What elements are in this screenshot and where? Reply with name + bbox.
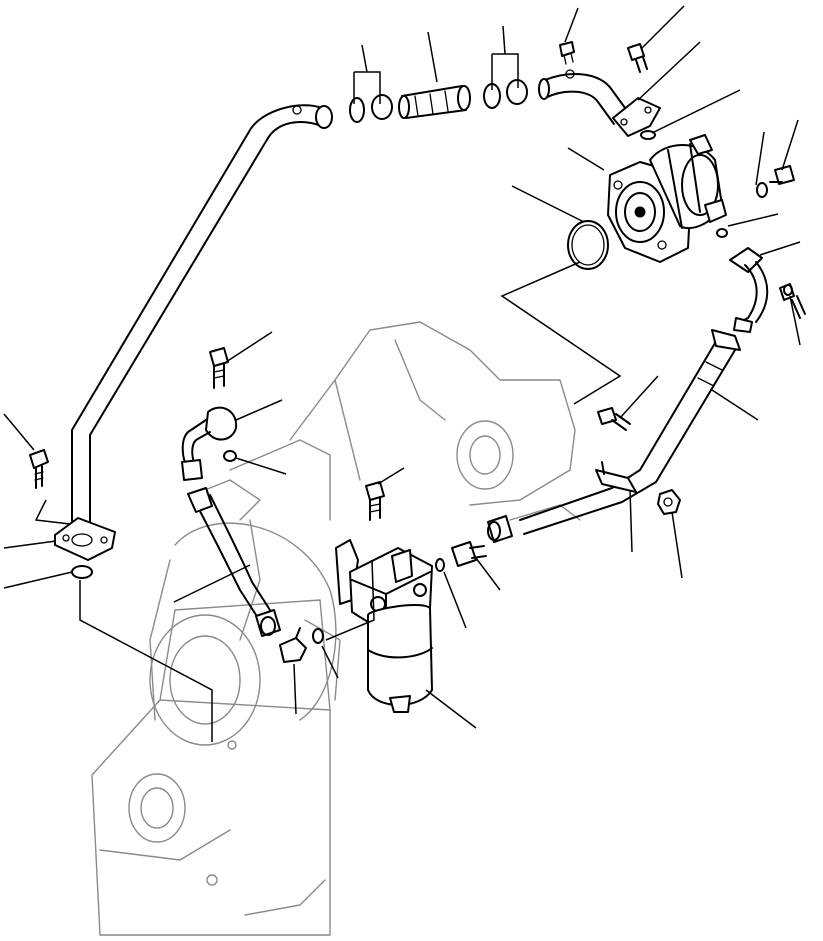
o-ring [435, 558, 445, 572]
leader-lines [3, 5, 801, 742]
nut [657, 489, 681, 515]
bolt [29, 449, 49, 489]
connector [451, 541, 487, 567]
bolt [559, 41, 575, 65]
bolt [365, 481, 385, 521]
bracket [595, 461, 637, 493]
bolt [597, 407, 631, 431]
bolt [209, 347, 229, 389]
o-ring [640, 130, 656, 140]
o-ring [223, 450, 237, 462]
flange [54, 517, 116, 561]
filter-assembly [335, 539, 433, 713]
o-ring [716, 228, 728, 238]
oil-pipe [71, 104, 333, 526]
o-ring [756, 182, 768, 198]
flange [612, 97, 661, 137]
connector [181, 406, 238, 481]
elbow-pipe [729, 247, 769, 333]
hose [398, 85, 471, 119]
elbow-pipe [538, 69, 629, 125]
bolt [769, 165, 795, 185]
connector [279, 627, 307, 663]
hose [187, 487, 281, 637]
tube [487, 329, 741, 543]
pump-assembly [607, 134, 727, 263]
o-ring [783, 284, 793, 296]
bolt [627, 43, 648, 73]
o-ring [312, 628, 324, 644]
o-ring [71, 565, 93, 579]
o-ring [567, 220, 609, 270]
engine-block-outline [91, 321, 581, 936]
